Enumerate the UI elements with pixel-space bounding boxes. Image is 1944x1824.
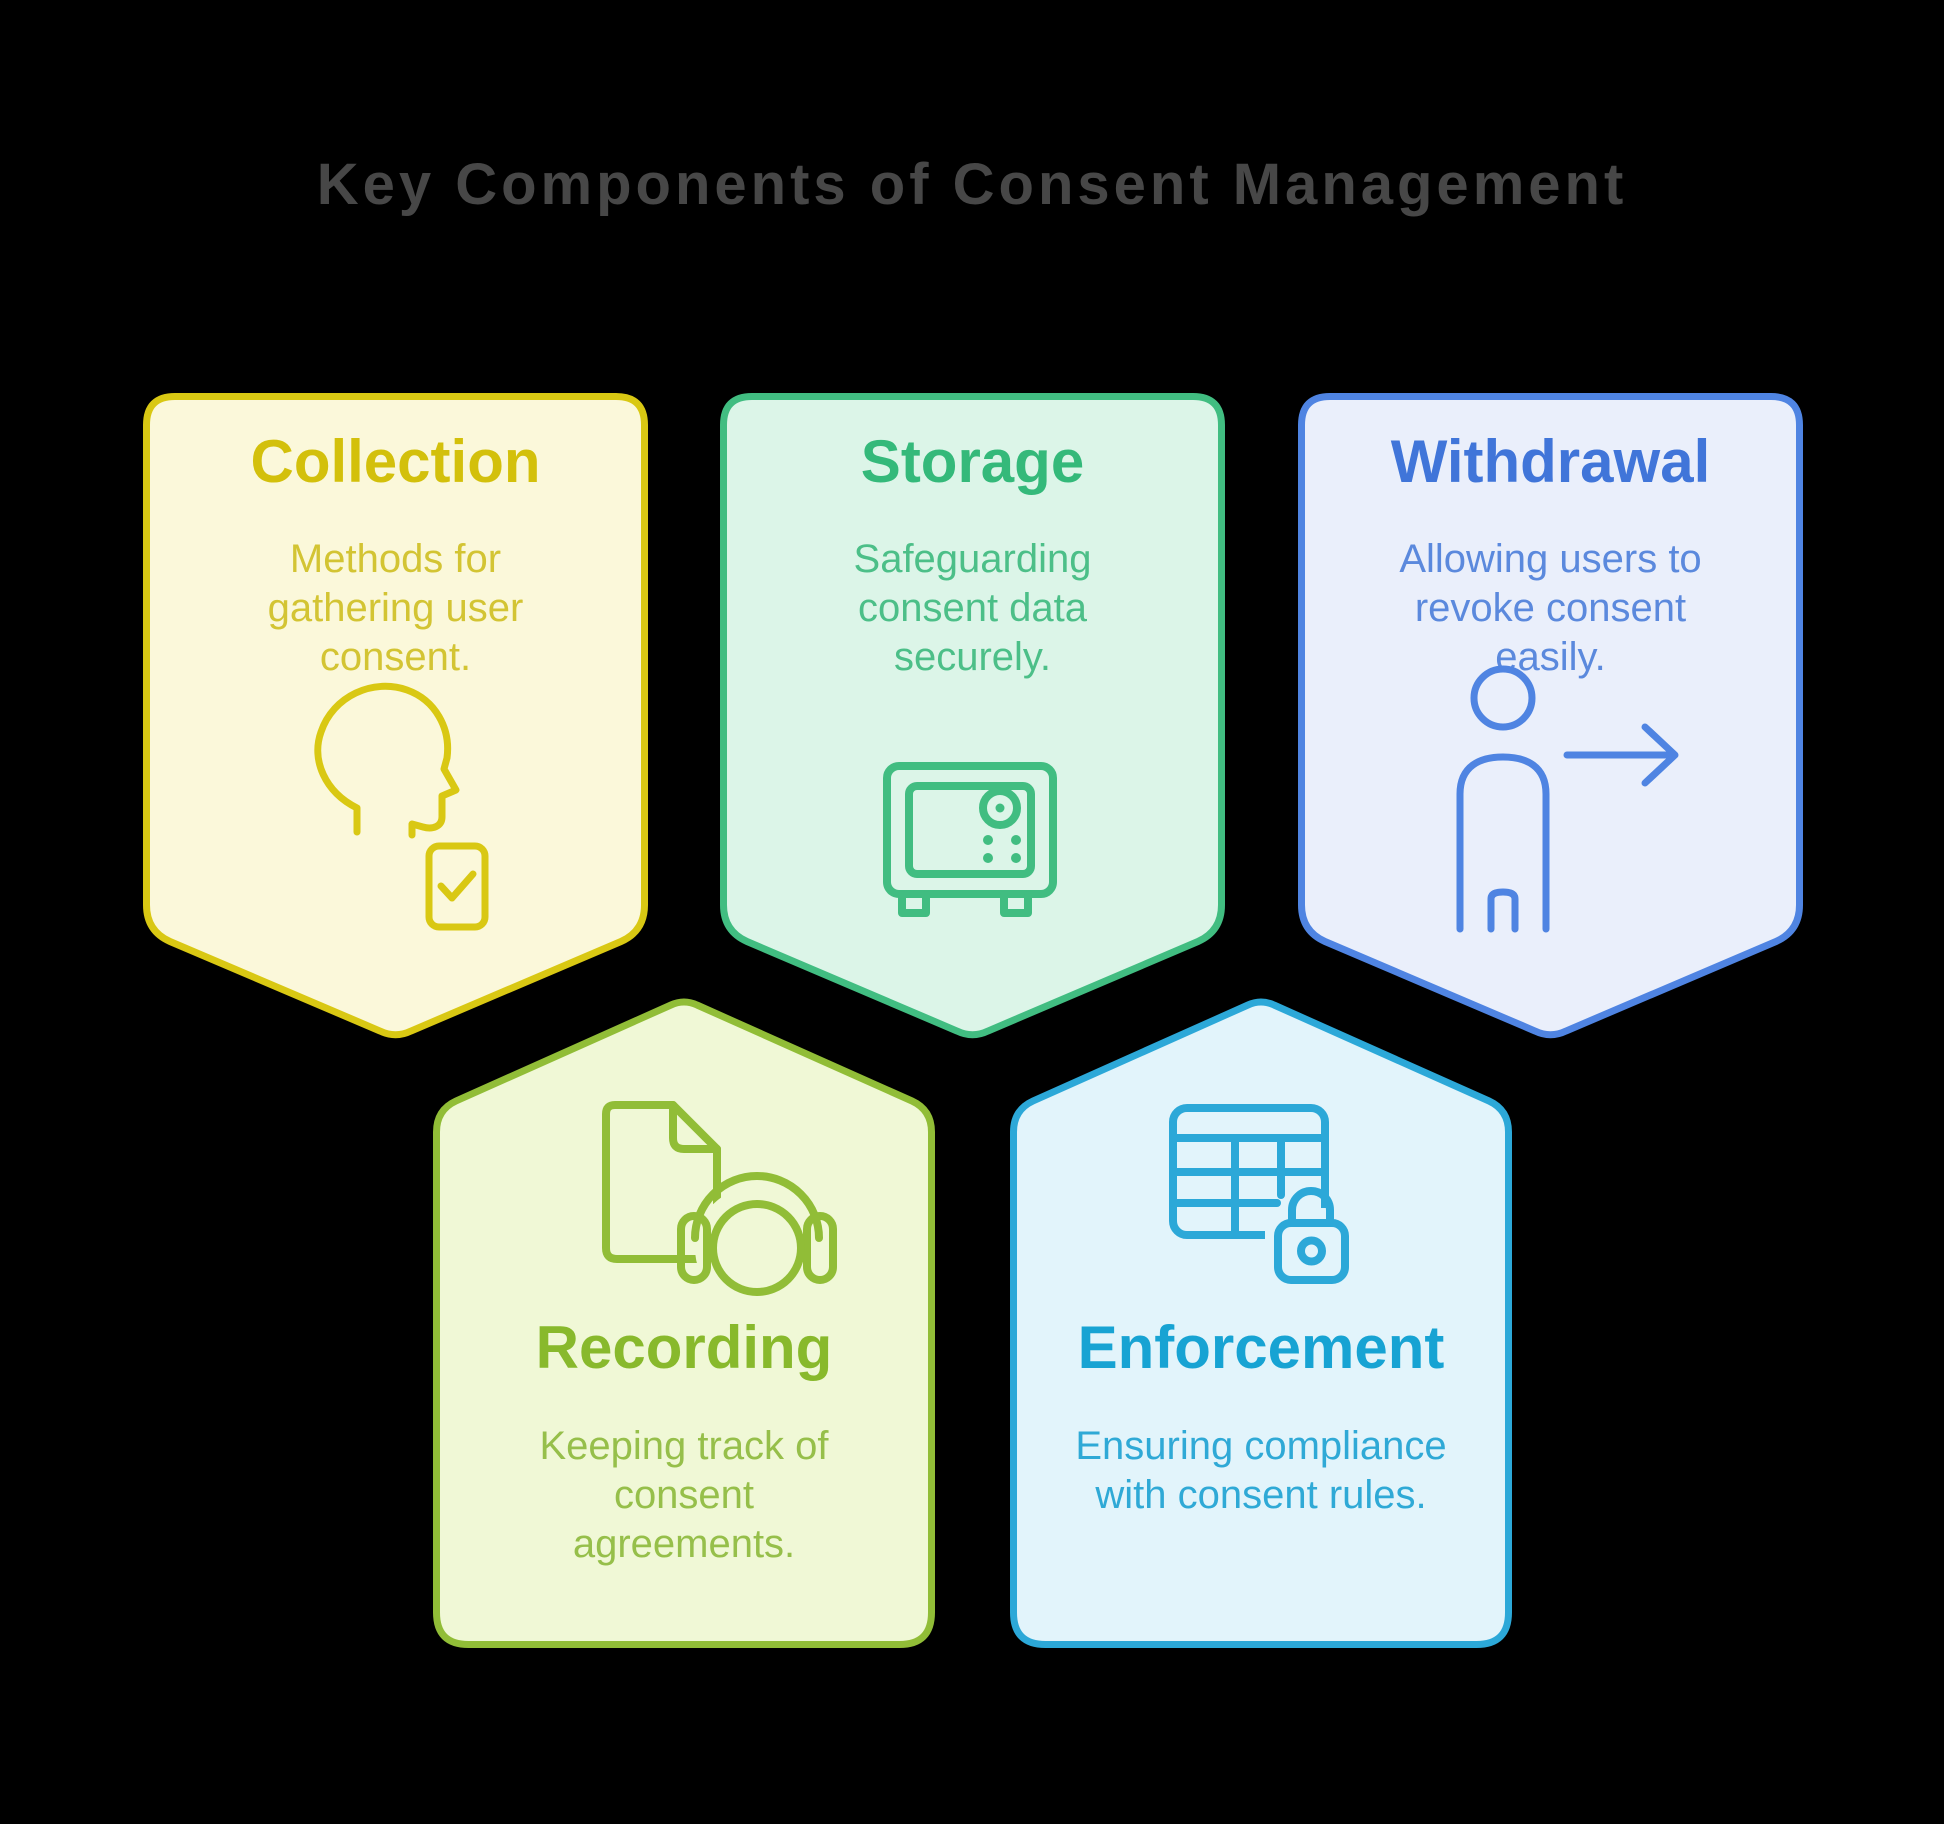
- card-title: Collection: [250, 428, 541, 495]
- page-title: Key Components of Consent Management: [316, 152, 1628, 217]
- card-title: Recording: [535, 1314, 833, 1381]
- card-description: Methods for gathering user consent.: [267, 537, 524, 679]
- card-enforcement: Enforcement Ensuring compliance with con…: [1010, 996, 1512, 1648]
- card-withdrawal: Withdrawal Allowing users to revoke cons…: [1298, 393, 1803, 1053]
- card-description: Allowing users to revoke consent easily.: [1399, 537, 1702, 679]
- head-check-icon: [314, 682, 495, 935]
- card-title: Storage: [860, 428, 1085, 495]
- card-description: Safeguarding consent data securely.: [853, 537, 1092, 679]
- person-arrow-icon: [1456, 665, 1679, 933]
- card-recording: Recording Keeping track of consent agree…: [433, 996, 935, 1648]
- safe-icon: [883, 762, 1057, 917]
- card-description: Ensuring compliance with consent rules.: [1075, 1424, 1447, 1517]
- card-description: Keeping track of consent agreements.: [539, 1424, 829, 1566]
- card-shape: [720, 393, 1225, 1039]
- card-shape: [1298, 393, 1803, 1039]
- table-lock-icon: [1169, 1104, 1360, 1290]
- card-shape: [433, 998, 935, 1648]
- card-title: Enforcement: [1077, 1314, 1445, 1381]
- card-storage: Storage Safeguarding consent data secure…: [720, 393, 1225, 1053]
- card-shape: [1010, 998, 1512, 1648]
- document-headphones-icon: [602, 1101, 837, 1310]
- card-shape: [143, 393, 648, 1039]
- card-collection: Collection Methods for gathering user co…: [143, 393, 648, 1053]
- card-title: Withdrawal: [1390, 428, 1711, 495]
